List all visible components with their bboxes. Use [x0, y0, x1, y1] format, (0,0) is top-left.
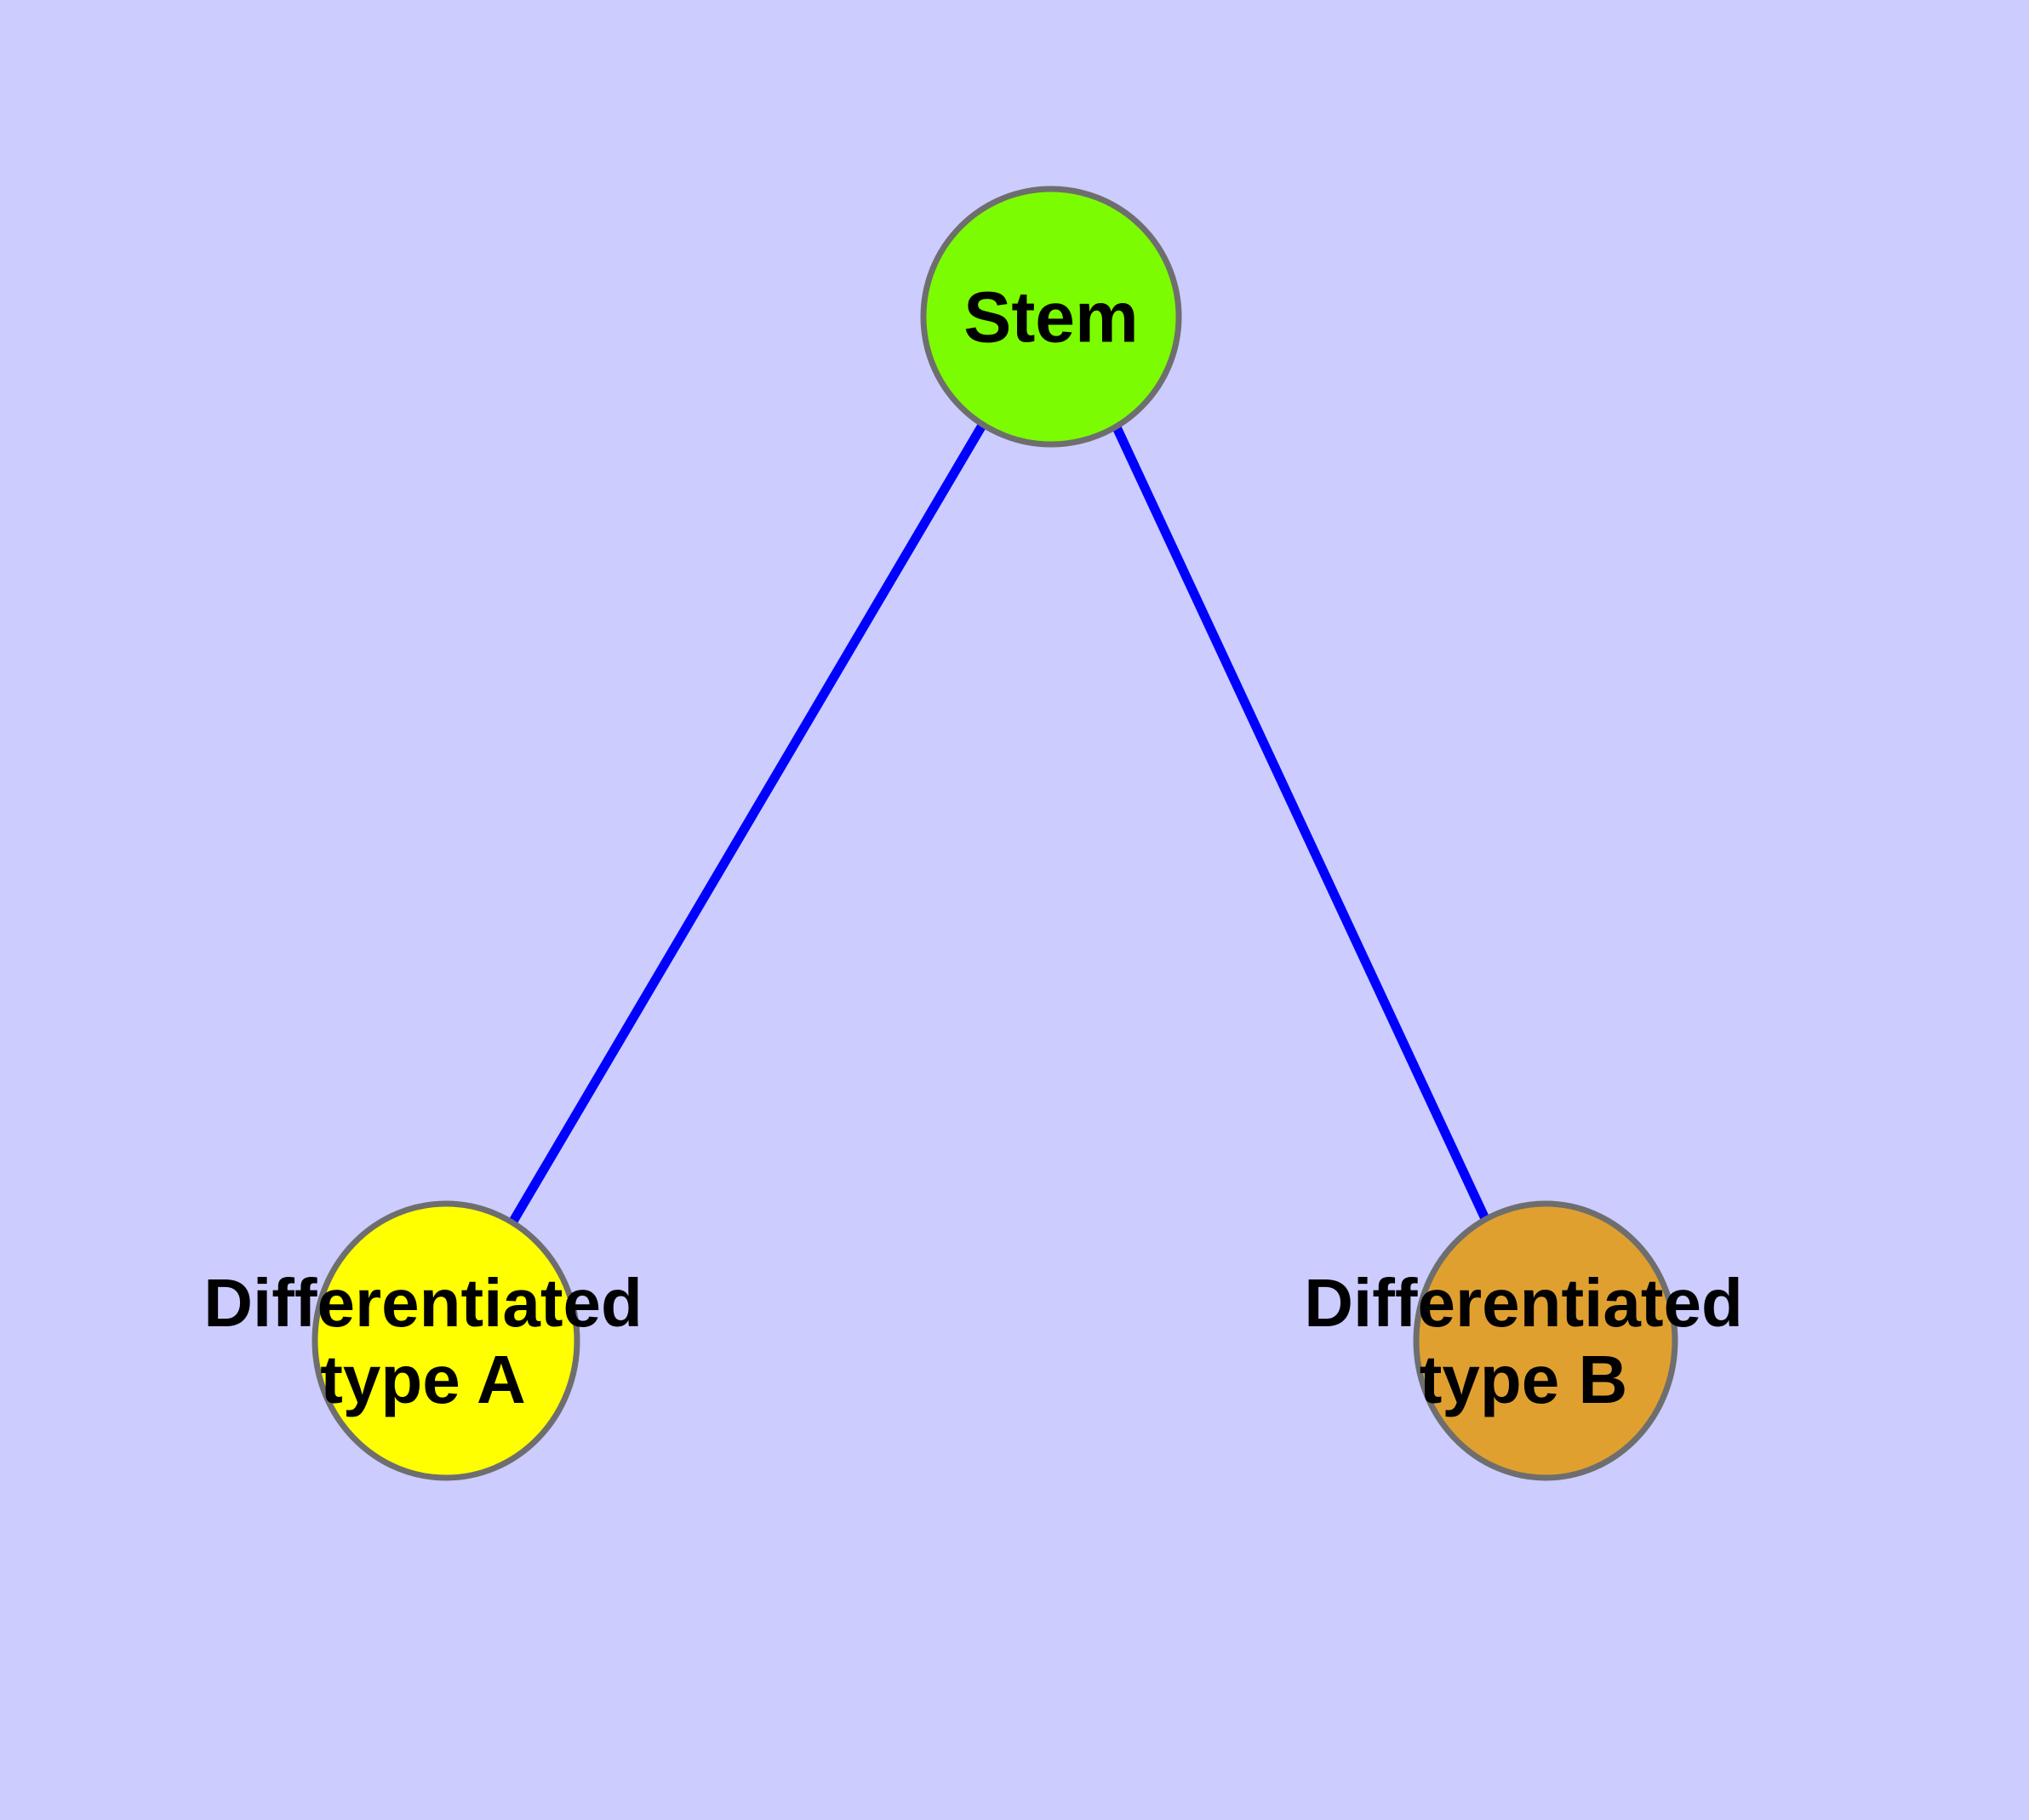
- node-label-line: Differentiated: [1304, 1265, 1743, 1341]
- edge-layer: [507, 421, 1492, 1227]
- node-stem-label: Stem: [963, 277, 1138, 357]
- node-label-line: Differentiated: [203, 1265, 643, 1341]
- node-label-line: Stem: [963, 277, 1138, 357]
- node-differentiated-type-a-shape[interactable]: [311, 1200, 580, 1481]
- node-label-line: type A: [320, 1342, 526, 1417]
- node-label-line: type B: [1420, 1342, 1628, 1417]
- node-stem[interactable]: Stem: [920, 186, 1182, 448]
- node-differentiated-type-b-shape[interactable]: [1413, 1200, 1678, 1481]
- node-stem-shape[interactable]: [920, 186, 1182, 448]
- edge-stem-to-differentiated-b[interactable]: [1112, 425, 1492, 1227]
- edge-stem-to-differentiated-a[interactable]: [507, 421, 987, 1227]
